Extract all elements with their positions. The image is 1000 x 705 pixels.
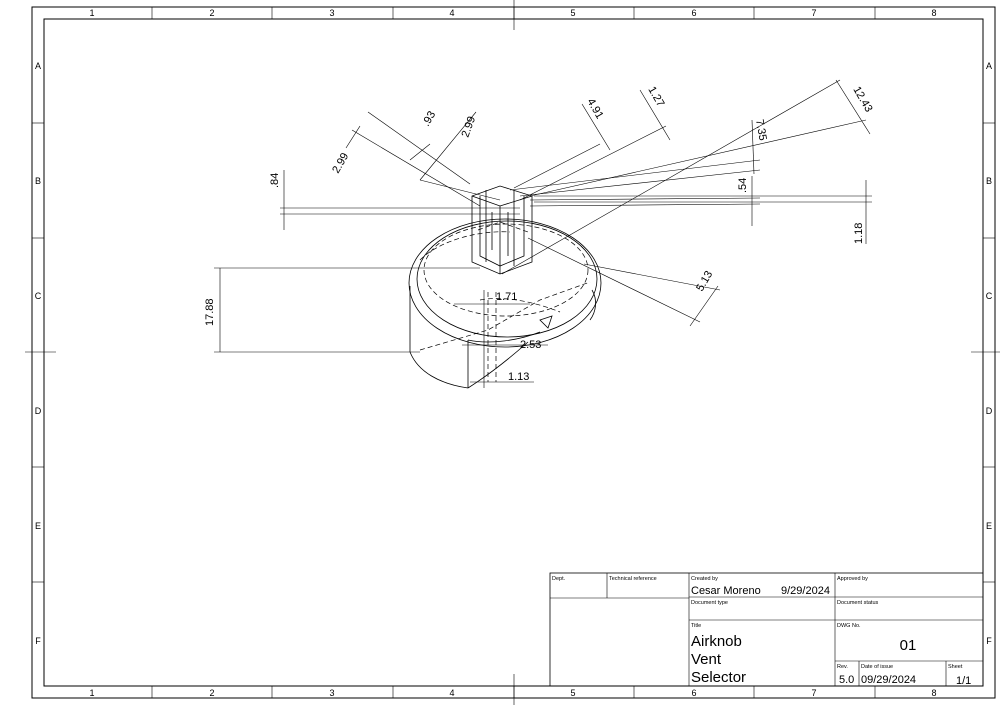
col-label: 2	[209, 688, 214, 698]
col-label: 4	[449, 688, 454, 698]
dim-1-71: 1.71	[496, 291, 517, 303]
col-label: 8	[931, 8, 936, 18]
column-labels-top: 1 2 3 4 5 6 7 8	[89, 8, 936, 18]
dimension-lines	[214, 79, 872, 388]
dept-label: Dept.	[552, 576, 566, 582]
dim-2-99-right: 2.99	[460, 115, 479, 139]
stem-outer	[471, 185, 533, 275]
hidden-cavity-edge	[479, 298, 561, 313]
dwg-number: 01	[900, 637, 917, 654]
row-label: F	[35, 636, 41, 646]
hidden-dome-edge	[423, 223, 589, 317]
col-label: 1	[89, 8, 94, 18]
col-label: 5	[570, 8, 575, 18]
dim-1-18: 1.18	[853, 223, 865, 244]
title-line-3: Selector	[691, 669, 746, 686]
title-label: Title	[691, 623, 701, 629]
row-label: C	[986, 291, 993, 301]
created-by-name: Cesar Moreno	[691, 585, 761, 597]
dim-7-35: 7.35	[753, 118, 769, 141]
document-type-label: Document type	[691, 600, 728, 606]
indicator-arrow	[539, 315, 553, 329]
col-label: 6	[691, 688, 696, 698]
row-label: D	[986, 406, 993, 416]
dimension-labels: 2.99 .93 2.99 4.91 1.27 7.35 12.43 .84 .…	[204, 85, 875, 384]
part-isometric-view	[408, 185, 602, 389]
drawing-frame	[25, 0, 1000, 705]
title-block: Dept. Technical reference Created by Ces…	[549, 572, 984, 687]
approved-by-label: Approved by	[837, 576, 868, 582]
date-of-issue: 09/29/2024	[861, 674, 916, 686]
col-label: 7	[811, 688, 816, 698]
row-label: A	[35, 61, 41, 71]
col-label: 2	[209, 8, 214, 18]
stem-top-front	[471, 195, 533, 207]
rev-label: Rev.	[837, 664, 848, 670]
dim-0-93: .93	[420, 109, 438, 128]
column-labels-bottom: 1 2 3 4 5 6 7 8	[89, 688, 936, 698]
created-date: 9/29/2024	[781, 585, 830, 597]
dim-2-53: 2.53	[520, 339, 541, 351]
row-label: B	[986, 176, 992, 186]
dim-2-99-left: 2.99	[330, 151, 351, 176]
dim-0-84: .84	[269, 173, 281, 188]
sheet-label: Sheet	[948, 664, 963, 670]
skirt-bottom-curve	[467, 341, 529, 389]
row-label: D	[35, 406, 42, 416]
dim-1-27: 1.27	[645, 85, 666, 110]
row-label: E	[35, 521, 41, 531]
dim-17-88: 17.88	[204, 298, 216, 326]
stem-slot-inner	[491, 212, 509, 256]
col-label: 5	[570, 688, 575, 698]
col-label: 8	[931, 688, 936, 698]
row-label: C	[35, 291, 42, 301]
row-label: F	[986, 636, 992, 646]
title-line-2: Vent	[691, 651, 722, 668]
skirt-right-edge	[589, 289, 596, 321]
rev-value: 5.0	[839, 674, 854, 686]
date-of-issue-label: Date of issue	[861, 664, 893, 670]
dim-0-54: .54	[737, 178, 749, 193]
col-label: 7	[811, 8, 816, 18]
rim-ellipse-outer	[408, 218, 602, 348]
col-label: 1	[89, 688, 94, 698]
dim-12-43: 12.43	[850, 85, 874, 115]
col-label: 6	[691, 8, 696, 18]
col-label: 3	[329, 8, 334, 18]
skirt-top-curve	[467, 331, 541, 343]
dim-5-13: 5.13	[694, 269, 715, 294]
col-label: 3	[329, 688, 334, 698]
row-label: B	[35, 176, 41, 186]
hidden-internal-edge	[419, 281, 591, 351]
technical-reference-label: Technical reference	[609, 576, 657, 582]
dim-1-13: 1.13	[508, 371, 529, 383]
created-by-label: Created by	[691, 576, 718, 582]
row-labels-left: A B C D E F	[35, 61, 42, 646]
title-line-1: Airknob	[691, 633, 742, 650]
stem-inner	[479, 196, 525, 267]
document-status-label: Document status	[837, 600, 879, 606]
stem-hidden	[477, 221, 529, 233]
rim-ellipse-inner	[416, 220, 598, 338]
row-label: A	[986, 61, 992, 71]
col-label: 4	[449, 8, 454, 18]
row-labels-right: A B C D E F	[986, 61, 993, 646]
dwg-no-label: DWG No.	[837, 623, 861, 629]
hidden-dome-arc	[419, 231, 511, 261]
row-label: E	[986, 521, 992, 531]
skirt-left-edge	[409, 286, 469, 389]
sheet-value: 1/1	[956, 675, 971, 687]
dim-4-91: 4.91	[584, 97, 605, 122]
